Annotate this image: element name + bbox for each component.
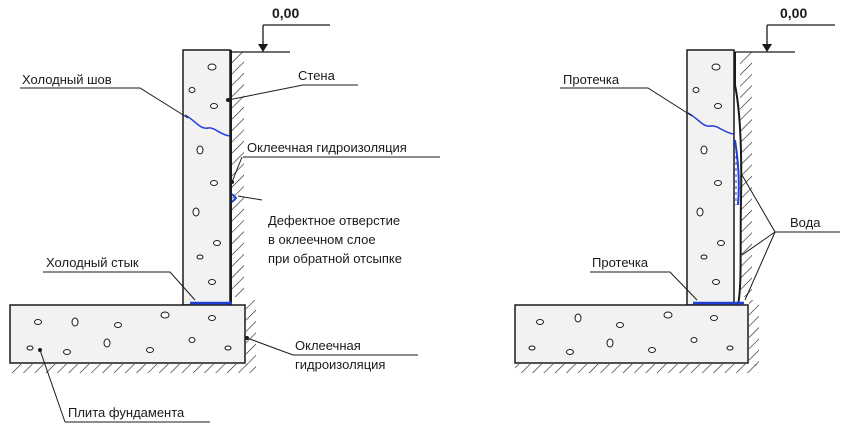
left-cold-seam-line bbox=[184, 114, 231, 137]
right-wall-aggregates bbox=[692, 63, 725, 285]
right-leak-seam-line bbox=[687, 112, 735, 135]
right-wall-soil bbox=[740, 52, 752, 297]
label-leak-bottom: Протечка bbox=[592, 255, 649, 270]
right-water-gap bbox=[734, 139, 740, 206]
right-leaders bbox=[560, 87, 840, 301]
label-cold-joint: Холодный стык bbox=[46, 255, 139, 270]
left-defect-marker bbox=[231, 193, 238, 203]
label-cold-seam: Холодный шов bbox=[22, 72, 112, 87]
right-panel: 0,00 bbox=[514, 5, 840, 373]
left-leader-dots bbox=[38, 98, 249, 352]
left-slab-soil-bottom bbox=[10, 364, 256, 373]
label-membrane-waterproofing-slab-2: гидроизоляция bbox=[295, 357, 385, 372]
right-slab-soil-right bbox=[749, 300, 759, 366]
left-foundation-slab bbox=[9, 304, 246, 364]
label-defect-line1: Дефектное отверстие bbox=[268, 213, 400, 228]
label-membrane-waterproofing-wall: Оклеечная гидроизоляция bbox=[247, 140, 407, 155]
left-level-label: 0,00 bbox=[272, 5, 299, 21]
label-water: Вода bbox=[790, 215, 821, 230]
right-foundation-slab bbox=[514, 304, 749, 364]
label-foundation-slab: Плита фундамента bbox=[68, 405, 185, 420]
right-level-label: 0,00 bbox=[780, 5, 807, 21]
left-wall-soil bbox=[232, 52, 244, 297]
label-defect-line3: при обратной отсыпке bbox=[268, 251, 402, 266]
left-slab-soil-right bbox=[246, 300, 256, 366]
left-level-mark: 0,00 bbox=[230, 5, 330, 53]
left-wall-aggregates bbox=[188, 63, 221, 285]
left-panel: 0,00 bbox=[9, 5, 440, 423]
label-defect-line2: в оклеечном слое bbox=[268, 232, 376, 247]
left-leaders bbox=[20, 84, 440, 423]
right-level-mark: 0,00 bbox=[735, 5, 835, 53]
right-slab-aggregates bbox=[528, 311, 734, 355]
label-membrane-waterproofing-slab-1: Оклеечная bbox=[295, 338, 361, 353]
label-wall: Стена bbox=[298, 68, 336, 83]
label-leak-top: Протечка bbox=[563, 72, 620, 87]
right-slab-soil-bottom bbox=[515, 364, 759, 373]
left-slab-aggregates bbox=[26, 311, 232, 355]
right-wall-membrane bbox=[734, 52, 743, 306]
